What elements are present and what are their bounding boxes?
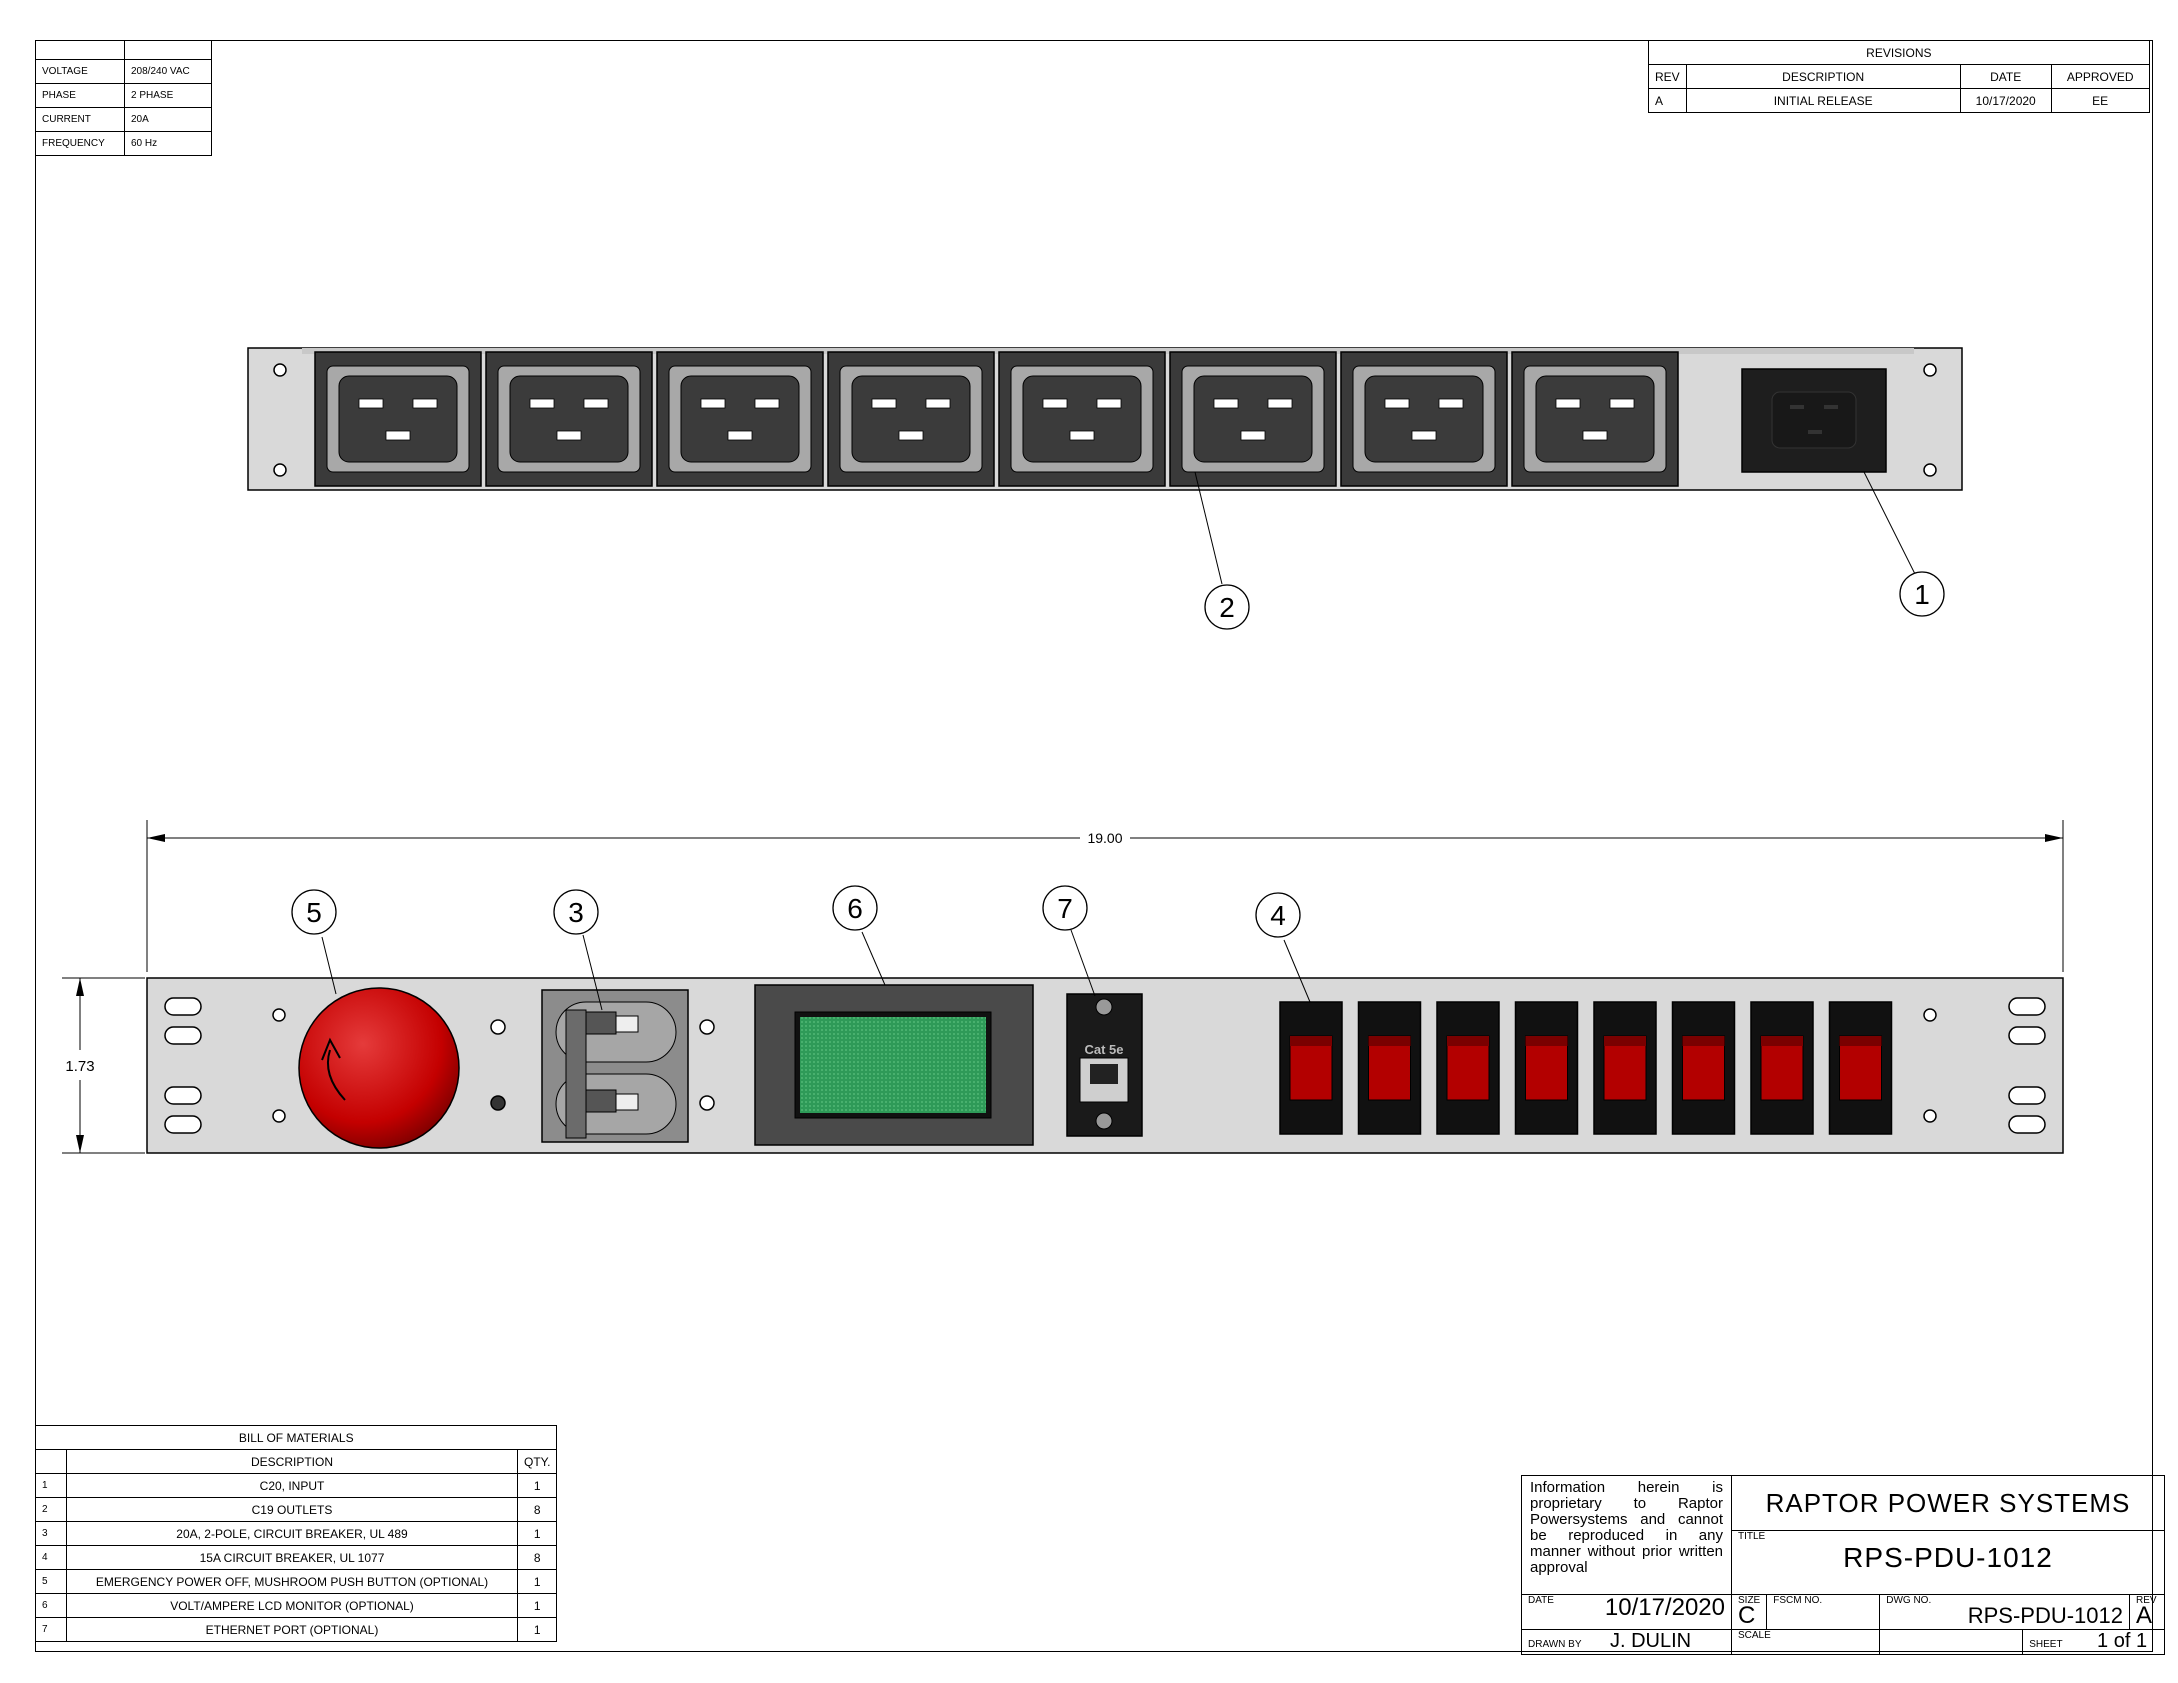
- callout-7-label: 7: [1057, 893, 1073, 924]
- width-dimension: 19.00: [1087, 830, 1122, 846]
- rotate-arrow-icon: [326, 1049, 346, 1101]
- bom-description-header: DESCRIPTION: [66, 1449, 518, 1474]
- breaker-handle[interactable]: [565, 1009, 587, 1139]
- rack-slots: [164, 997, 2046, 1134]
- leader-2: [1194, 471, 1223, 585]
- callout-5: [291, 889, 337, 935]
- sheet-number: 1 of 1: [2097, 1630, 2148, 1652]
- ethernet-label: Cat 5e: [1084, 1042, 1123, 1057]
- callout-1-label: 1: [1914, 579, 1930, 610]
- c19-outlet: [314, 351, 482, 487]
- screw-holes: [272, 1008, 1937, 1123]
- callout-6: [832, 885, 878, 931]
- drawing-border: [35, 40, 2153, 1652]
- branch-circuit-breaker-switch[interactable]: [1671, 1001, 1736, 1135]
- revision-row: A INITIAL RELEASE 10/17/2020 EE: [1648, 88, 2150, 113]
- proprietary-notice: Information herein is proprietary to Rap…: [1521, 1475, 1732, 1595]
- bom-qty-header: QTY.: [516, 1449, 558, 1474]
- callout-6-label: 6: [847, 893, 863, 924]
- branch-circuit-breaker-switch[interactable]: [1593, 1001, 1657, 1135]
- screw-icon: [1095, 1112, 1113, 1130]
- callout-3-label: 3: [568, 897, 584, 928]
- drawing-rev: A: [2136, 1602, 2153, 1629]
- c19-outlet: [1340, 351, 1508, 487]
- callout-7: [1042, 885, 1088, 931]
- c19-outlet: [485, 351, 653, 487]
- title-block: Information herein is proprietary to Rap…: [1521, 1474, 2165, 1655]
- rear-panel-view: 1 2: [247, 347, 1963, 630]
- callout-2: [1204, 584, 1250, 630]
- callout-5-label: 5: [306, 897, 322, 928]
- mount-hole: [1923, 463, 1937, 477]
- branch-circuit-breaker-switch[interactable]: [1436, 1001, 1500, 1135]
- height-dimension: 1.73: [65, 1058, 94, 1075]
- rev-header: REV: [1648, 64, 1687, 89]
- c19-outlet: [1169, 351, 1337, 487]
- rj45-jack-icon: [1090, 1064, 1118, 1084]
- branch-circuit-breaker-switch[interactable]: [1750, 1001, 1814, 1135]
- revisions-table: REVISIONS REV DESCRIPTION DATE APPROVED …: [1648, 40, 2150, 113]
- drawing-date: 10/17/2020: [1604, 1594, 1725, 1621]
- volt-ampere-lcd-monitor: [754, 984, 1034, 1146]
- drawing-title: RPS-PDU-1012: [1843, 1542, 2053, 1574]
- date-header: DATE: [1959, 64, 2052, 89]
- company-name: RAPTOR POWER SYSTEMS: [1731, 1474, 2165, 1532]
- screw-icon: [1095, 998, 1113, 1016]
- c19-outlet: [1511, 351, 1679, 487]
- callout-4-label: 4: [1270, 900, 1286, 931]
- ethernet-port[interactable]: Cat 5e: [1066, 993, 1143, 1137]
- c20-input: [1741, 368, 1887, 473]
- leader-1: [1863, 471, 1917, 577]
- c19-outlet: [656, 351, 824, 487]
- callout-3: [553, 889, 599, 935]
- drawing-number: RPS-PDU-1012: [1967, 1603, 2123, 1628]
- mount-hole: [273, 363, 287, 377]
- drawn-by: J. DULIN: [1609, 1630, 1692, 1652]
- main-circuit-breaker[interactable]: [541, 989, 689, 1143]
- branch-circuit-breaker-switch[interactable]: [1279, 1001, 1343, 1135]
- c19-outlet: [827, 351, 995, 487]
- callout-2-label: 2: [1219, 592, 1235, 623]
- emergency-power-off-button[interactable]: [298, 987, 460, 1149]
- branch-circuit-breaker-switch[interactable]: [1828, 1001, 1893, 1135]
- sheet-size: C: [1738, 1602, 1756, 1629]
- bom-title: BILL OF MATERIALS: [34, 1425, 558, 1450]
- approved-header: APPROVED: [2050, 64, 2150, 89]
- front-panel-view: 19.00 1.73: [62, 820, 2064, 1154]
- branch-circuit-breaker-switch[interactable]: [1514, 1001, 1579, 1135]
- mount-hole: [1923, 363, 1937, 377]
- c19-outlet: [998, 351, 1166, 487]
- callout-4: [1255, 892, 1301, 938]
- revisions-title: REVISIONS: [1648, 40, 2150, 65]
- branch-circuit-breaker-switch[interactable]: [1357, 1001, 1422, 1135]
- mount-hole: [273, 463, 287, 477]
- callout-1: [1899, 571, 1945, 617]
